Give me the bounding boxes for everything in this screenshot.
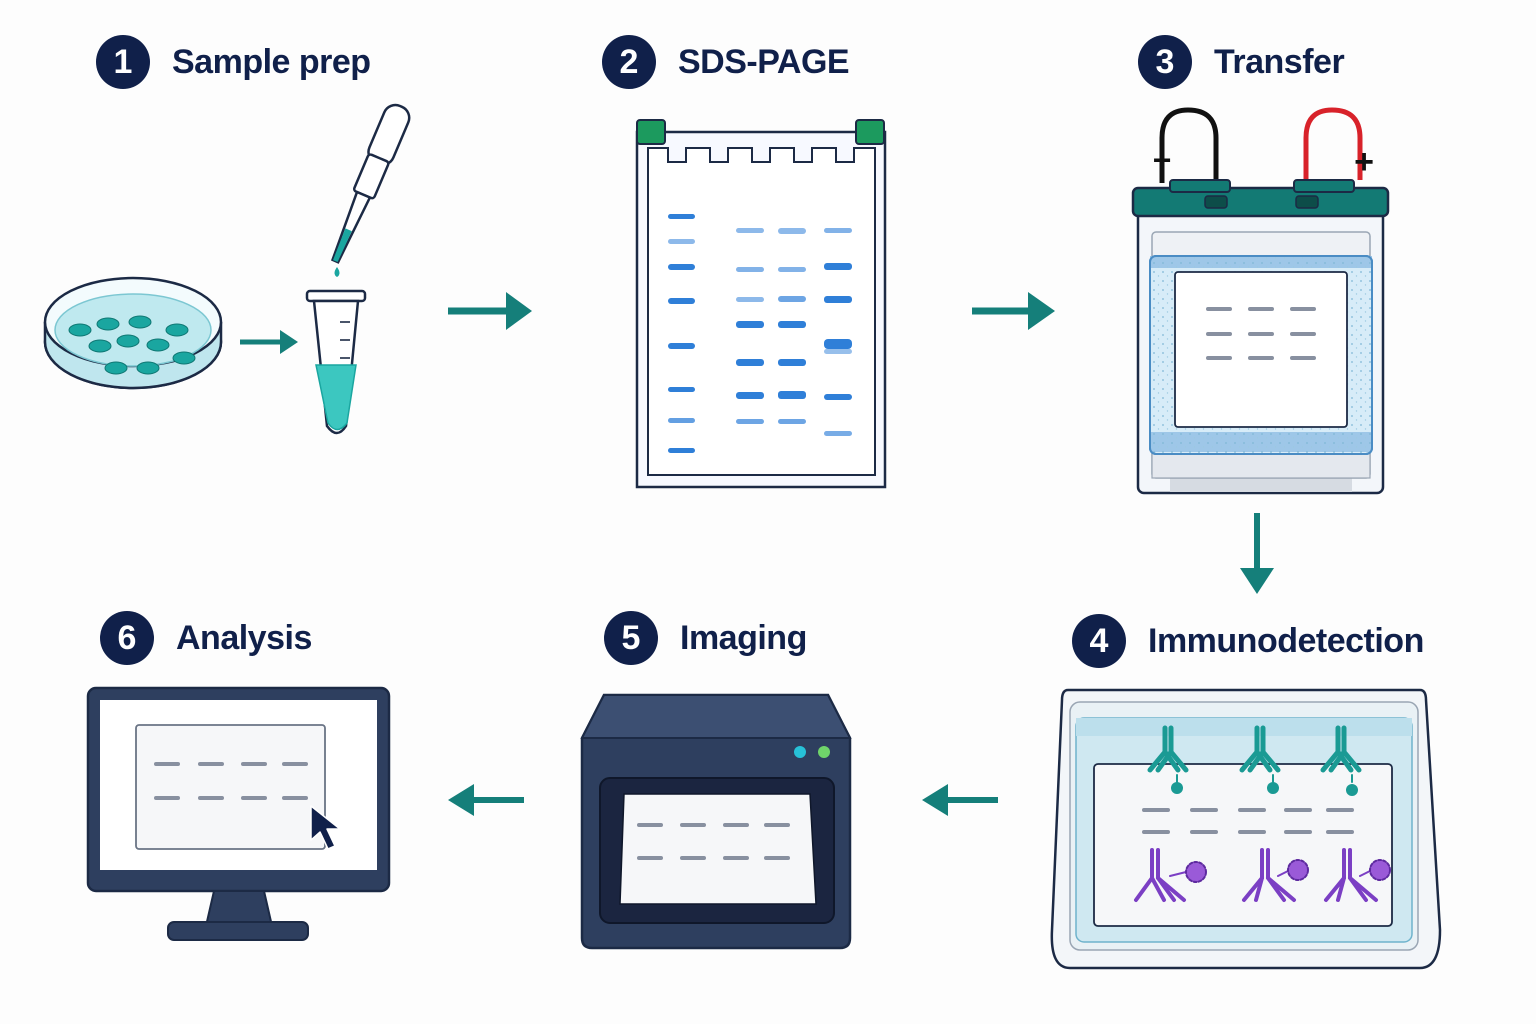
secondary-antibody-icon: [1242, 848, 1309, 902]
negative-terminal-label: −: [1153, 142, 1172, 178]
imager-icon: [580, 693, 852, 950]
step-3-badge: 3: [1138, 35, 1192, 89]
transfer-tank-icon: − +: [1131, 107, 1390, 495]
step-5-badge: 5: [604, 611, 658, 665]
step-6-badge: 6: [100, 611, 154, 665]
step-6-title: Analysis: [176, 618, 312, 657]
microtube-icon: [305, 289, 367, 435]
secondary-antibody-icon: [1134, 848, 1207, 902]
arrow-left-icon: [448, 784, 524, 816]
petri-dish-icon: [43, 276, 223, 390]
arrow-right-icon: [972, 292, 1055, 330]
primary-antibody-icon: [1320, 725, 1362, 796]
step-5-header: 5 Imaging: [604, 610, 807, 666]
cursor-icon: [310, 805, 341, 850]
step-4-badge: 4: [1072, 614, 1126, 668]
primary-antibody-icon: [1239, 725, 1281, 794]
arrow-right-icon: [448, 292, 532, 330]
positive-terminal-label: +: [1354, 143, 1374, 181]
arrow-right-icon: [240, 330, 298, 354]
step-6-header: 6 Analysis: [100, 610, 312, 666]
step-1-badge: 1: [96, 35, 150, 89]
primary-antibody-icon: [1147, 725, 1189, 794]
step-1-header: 1 Sample prep: [96, 34, 371, 90]
step-2-title: SDS-PAGE: [678, 42, 850, 81]
step-5-title: Imaging: [680, 618, 807, 657]
arrow-down-icon: [1240, 513, 1274, 594]
monitor-icon: [86, 686, 391, 941]
gel-icon: [635, 119, 887, 489]
step-3-title: Transfer: [1214, 42, 1345, 81]
arrow-left-icon: [922, 784, 998, 816]
secondary-antibody-icon: [1324, 848, 1391, 902]
pipette-icon: [330, 103, 411, 277]
step-2-badge: 2: [602, 35, 656, 89]
step-3-header: 3 Transfer: [1138, 34, 1345, 90]
step-4-header: 4 Immunodetection: [1072, 613, 1424, 669]
step-1-title: Sample prep: [172, 42, 371, 81]
incubation-tray-icon: [1050, 688, 1442, 970]
step-2-header: 2 SDS-PAGE: [602, 34, 850, 90]
step-4-title: Immunodetection: [1148, 621, 1424, 660]
